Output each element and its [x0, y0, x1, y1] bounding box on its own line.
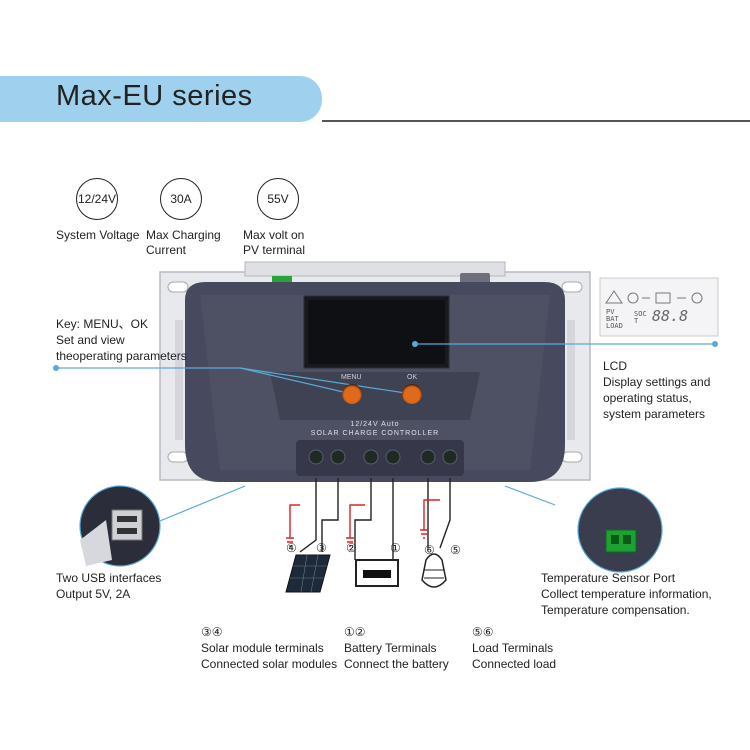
- solar-panel-grid: [290, 554, 327, 593]
- mark-2: ②: [346, 541, 357, 555]
- temp-callout: Temperature Sensor Port Collect temperat…: [541, 571, 712, 617]
- spec-badge: 12/24V: [76, 178, 118, 220]
- mark-6: ⑥: [424, 543, 435, 557]
- lcd-detail-icons: [605, 290, 703, 304]
- lcd-detail-panel: [599, 277, 719, 337]
- mount-hole-bl: [167, 451, 189, 463]
- spec-max-charging-current: 30A Max Charging Current: [146, 178, 226, 258]
- device-line2: Solar charge controller: [310, 430, 440, 437]
- mark-5: ⑤: [450, 543, 461, 557]
- temp-sensor-connector: [605, 529, 637, 553]
- mount-hole-br: [561, 451, 583, 463]
- title-banner: [0, 76, 322, 122]
- lcd-status-labels: PV BAT LOAD: [606, 308, 623, 330]
- menu-button-label: MENU: [341, 374, 362, 381]
- load-terminal-note: ⑤⑥ Load Terminals Connected load: [472, 625, 557, 671]
- callout-dots: [53, 341, 718, 371]
- usb-callout: Two USB interfaces Output 5V, 2A: [56, 571, 162, 601]
- solar-terminal-note: ③④ Solar module terminals Connected sola…: [201, 625, 338, 671]
- spec-label: Max volt on PV terminal: [243, 228, 306, 257]
- top-rail: [244, 261, 506, 277]
- page-title: Max-EU series: [56, 80, 253, 112]
- mark-1: ①: [390, 541, 401, 555]
- plate-slot-right: [567, 320, 575, 440]
- lcd-glass: [308, 300, 445, 364]
- battery-terminal-note: ①② Battery Terminals Connect the battery: [344, 625, 449, 671]
- ok-button[interactable]: [402, 384, 422, 404]
- plate-slot-left: [175, 320, 183, 440]
- terminal-block: [296, 440, 464, 476]
- solar-panel-icon: [285, 554, 331, 593]
- wiring-black: [299, 478, 451, 560]
- device-line1: 12/24V Auto: [350, 421, 400, 428]
- spec-badge: 55V: [257, 178, 299, 220]
- mount-hole-tr: [561, 281, 583, 293]
- ok-button-label: OK: [407, 374, 418, 381]
- mark-4: ④: [286, 541, 297, 555]
- spec-badge: 30A: [160, 178, 202, 220]
- lcd-callout: LCD Display settings and operating statu…: [603, 359, 711, 421]
- spec-max-pv-volt: 55V Max volt on PV terminal: [243, 178, 313, 258]
- spec-system-voltage: 12/24V System Voltage: [56, 178, 146, 243]
- usb-ports: [111, 509, 143, 541]
- top-green-connector: [272, 276, 292, 284]
- menu-button[interactable]: [342, 384, 362, 404]
- callout-lines: [56, 343, 715, 524]
- mark-3: ③: [316, 541, 327, 555]
- spec-label: System Voltage: [56, 228, 140, 242]
- lcd-digits: 88.8: [652, 307, 689, 325]
- keys-callout: Key: MENU、OK Set and view theoperating p…: [56, 317, 187, 363]
- button-panel: [270, 372, 480, 420]
- mount-hole-tl: [167, 281, 189, 293]
- title-divider: [322, 120, 750, 122]
- terminal-screws: [308, 449, 458, 465]
- lcd-unit-labels: SOC T: [634, 310, 647, 325]
- spec-label: Max Charging Current: [146, 228, 221, 257]
- wiring-red: [286, 499, 440, 547]
- usb-bracket: [80, 520, 112, 566]
